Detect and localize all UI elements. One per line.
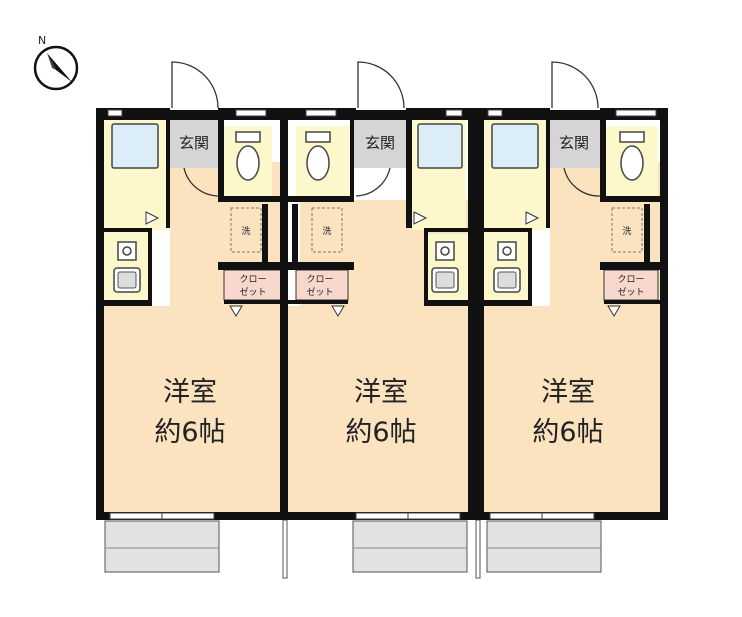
- entrance-3: [548, 118, 600, 168]
- bathtub-3: [491, 123, 539, 169]
- closet-label-line2: ゼット: [306, 286, 333, 298]
- stove-icon: [435, 241, 455, 261]
- western-room-2: [288, 306, 472, 516]
- western-room-1: [100, 306, 284, 516]
- room-label-line1: 洋室: [541, 377, 595, 408]
- toilet-icon: [306, 145, 330, 181]
- unit-3: 玄関 洗 クロー ゼット 洋室 約6帖: [476, 61, 668, 520]
- washer-label: 洗: [241, 225, 250, 237]
- entrance-2: [354, 118, 406, 168]
- entrance-label: 玄関: [559, 134, 589, 152]
- balcony-unit-3: [486, 520, 602, 573]
- closet-label-line2: ゼット: [617, 286, 644, 298]
- toilet-icon: [620, 145, 644, 181]
- entrance-label: 玄関: [179, 134, 209, 152]
- closet-label-line1: クロー: [617, 274, 644, 285]
- unit-2: 玄関 洗 クロー ゼット 洋室 約6帖: [288, 61, 476, 520]
- balcony-unit-1: [104, 520, 220, 573]
- entrance-door-swing-3: [551, 61, 599, 109]
- toilet-icon: [236, 145, 260, 181]
- balcony-partition-2: [475, 519, 481, 579]
- balcony-partition-1: [282, 519, 288, 579]
- balcony-unit-2: [352, 520, 468, 573]
- entrance-1: [170, 118, 222, 168]
- entrance-door-swing-1: [171, 61, 219, 109]
- stove-icon: [497, 241, 517, 261]
- entrance-label: 玄関: [365, 134, 395, 152]
- washer-space-2: [311, 207, 343, 253]
- washer-space-1: [230, 207, 262, 253]
- unit-1: 玄関 洗 クロー ゼット 洋室 約6帖: [96, 61, 288, 520]
- bathtub-2: [417, 123, 463, 169]
- stove-icon: [117, 241, 137, 261]
- room-label-line2: 約6帖: [532, 417, 603, 448]
- bathtub-1: [111, 123, 159, 169]
- compass-north-letter: N: [38, 34, 46, 47]
- washer-label: 洗: [622, 225, 631, 237]
- closet-label-line1: クロー: [306, 274, 333, 285]
- closet-1: [223, 269, 283, 301]
- room-label-line1: 洋室: [354, 377, 408, 408]
- entrance-door-swing-2: [357, 61, 405, 109]
- closet-label-line1: クロー: [239, 274, 266, 285]
- compass: N: [33, 34, 79, 91]
- room-label-line2: 約6帖: [154, 417, 225, 448]
- western-room-3: [484, 306, 660, 516]
- room-label-line1: 洋室: [163, 377, 217, 408]
- closet-label-line2: ゼット: [239, 286, 266, 298]
- room-label-line2: 約6帖: [345, 417, 416, 448]
- washer-space-3: [611, 207, 643, 253]
- north-arrow-icon: [47, 53, 72, 82]
- balconies: [104, 519, 602, 579]
- washer-label: 洗: [322, 225, 331, 237]
